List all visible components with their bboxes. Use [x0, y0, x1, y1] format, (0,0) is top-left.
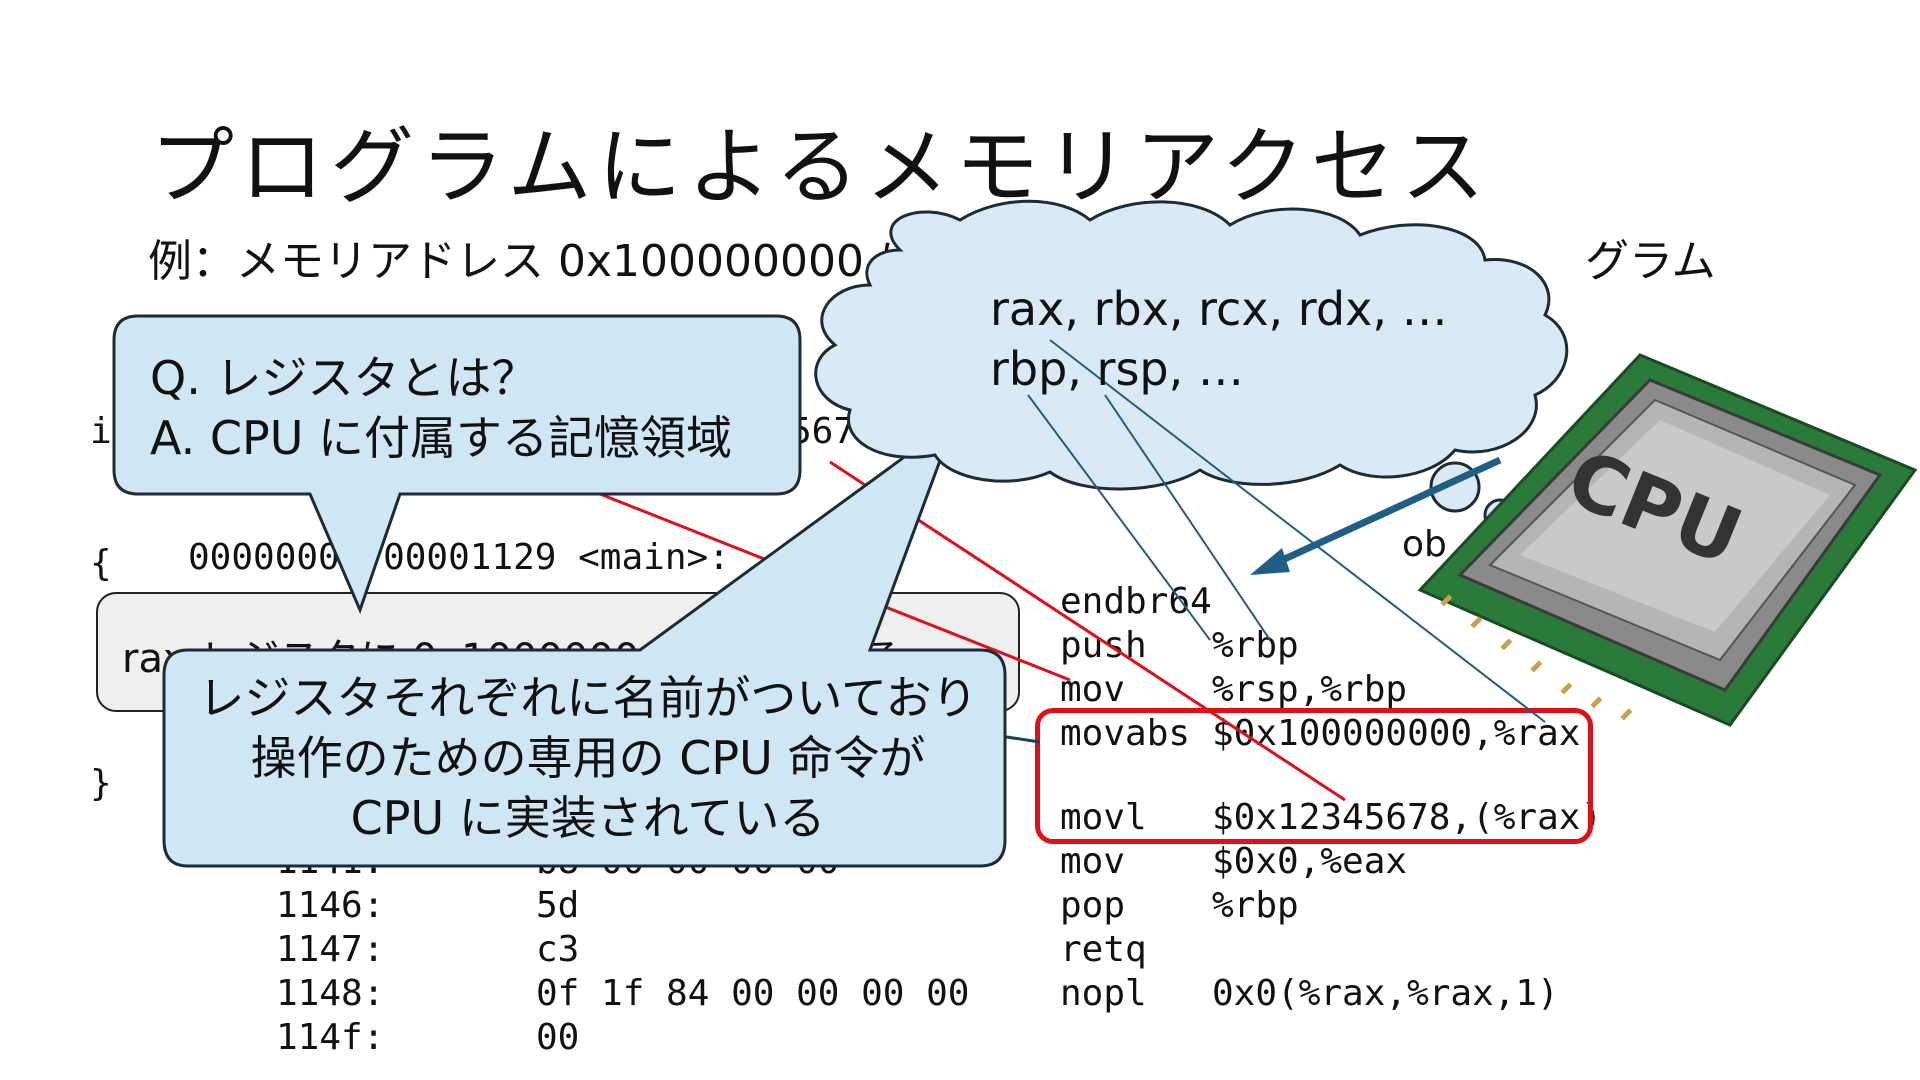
- register-list-line: rax, rbx, rcx, rdx, …: [990, 282, 1448, 336]
- explanation-line: 操作のための専用の CPU 命令が: [250, 731, 926, 785]
- asm-bytes: 0f 1f 84 00 00 00 00: [536, 973, 970, 1014]
- asm-operands: $0x100000000,%rax: [1212, 713, 1581, 754]
- asm-operands: %rsp,%rbp: [1212, 669, 1408, 710]
- asm-mnemonic: retq: [1060, 929, 1147, 970]
- subtitle-left: 例：メモリアドレス 0x100000000 に: [148, 236, 922, 287]
- asm-address: 1147:: [276, 929, 385, 970]
- asm-operands: %rbp: [1212, 625, 1299, 666]
- asm-address: 114f:: [276, 1017, 385, 1058]
- asm-mnemonic: movabs: [1060, 713, 1191, 754]
- asm-mnemonic: endbr64: [1060, 581, 1212, 622]
- pointer-line: [1027, 394, 1211, 641]
- subtitle-right: グラム: [1585, 236, 1716, 287]
- asm-header: 00000000 00001129 <main>:: [188, 537, 730, 578]
- arrow-line: [1263, 456, 1502, 572]
- highlight-box: [1035, 708, 1593, 844]
- question-bubble: [112, 314, 802, 615]
- asm-bytes: 00: [536, 1017, 580, 1058]
- asm-mnemonic: mov: [1060, 841, 1126, 882]
- asm-bytes: 5d: [536, 885, 580, 926]
- side-text: ob: [1402, 524, 1447, 565]
- asm-address: 1146:: [276, 885, 385, 926]
- asm-mnemonic: pop: [1060, 885, 1126, 926]
- question-text: Q. レジスタとは？: [150, 351, 538, 405]
- asm-operands: 0x0(%rax,%rax,1): [1212, 973, 1559, 1014]
- asm-operands: $0x0,%eax: [1212, 841, 1408, 882]
- c-code-block: i { }: [90, 322, 133, 850]
- arrow-head: [1250, 548, 1290, 575]
- asm-mnemonic: mov: [1060, 669, 1126, 710]
- asm-operands: $0x12345678,(%rax): [1212, 797, 1603, 838]
- register-list-line: rbp, rsp, …: [990, 342, 1244, 396]
- cpu-chip-illustration: CPU: [1417, 353, 1918, 727]
- c-code-line: {: [90, 543, 112, 584]
- c-code-line: i: [90, 411, 112, 452]
- explanation-line: CPU に実装されている: [350, 791, 826, 845]
- asm-operands: %rbp: [1212, 885, 1299, 926]
- explanation-bubble: [162, 415, 1007, 868]
- pointer-line: [1049, 339, 1546, 723]
- pointer-line: [1104, 394, 1271, 641]
- dark-connector-line: [999, 734, 1041, 744]
- explanation-line: レジスタそれぞれに名前がついており: [198, 671, 978, 725]
- asm-mnemonic: nopl: [1060, 973, 1147, 1014]
- explanation-text: レジスタそれぞれに名前がついており 操作のための専用の CPU 命令が CPU …: [168, 668, 1008, 848]
- c-code-line: }: [90, 763, 112, 804]
- slide-title: プログラムによるメモリアクセス: [150, 118, 1491, 216]
- asm-bytes: c3: [536, 929, 580, 970]
- answer-text: A. CPU に付属する記憶領域: [150, 411, 733, 465]
- asm-address: 1148:: [276, 973, 385, 1014]
- asm-mnemonic: movl: [1060, 797, 1147, 838]
